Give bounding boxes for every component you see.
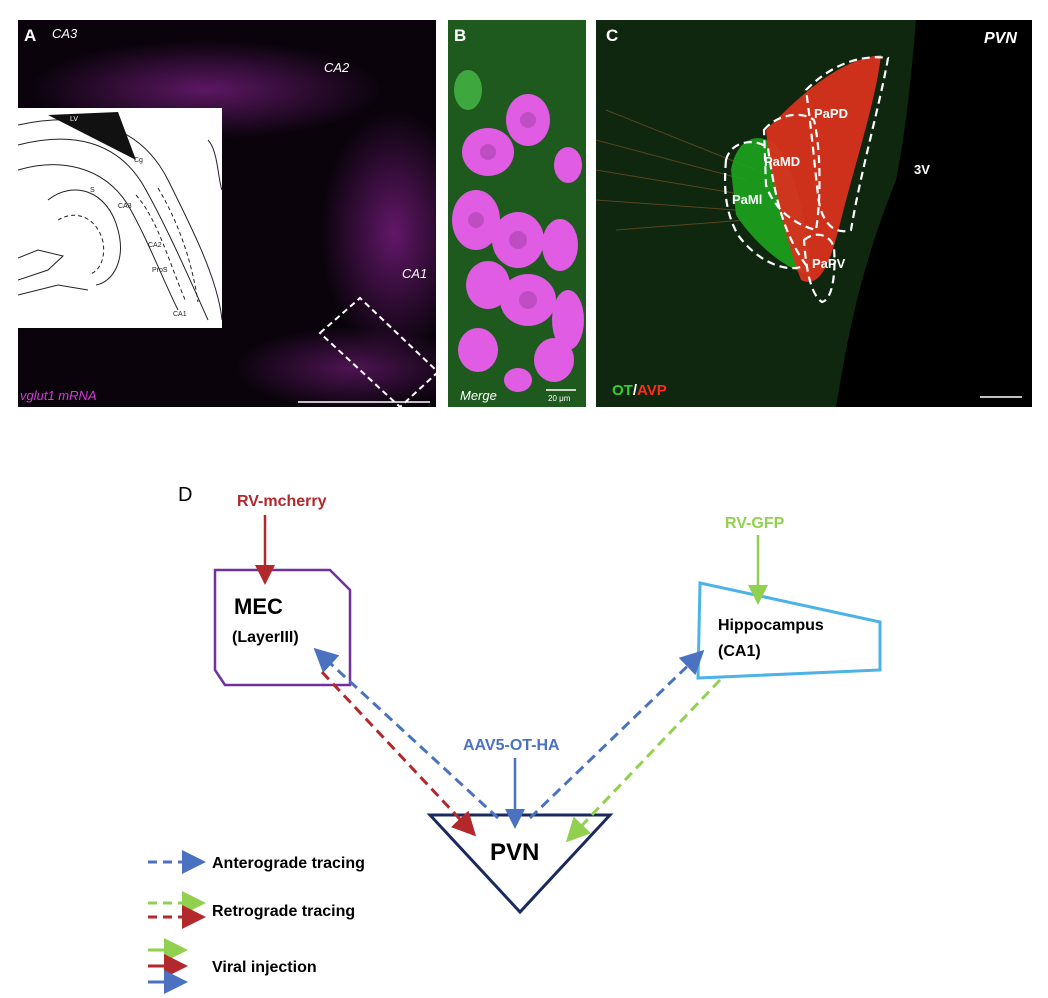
third-ventricle-area — [836, 20, 1032, 407]
panel-b-micrograph: B Merge 20 μm — [448, 20, 586, 407]
region-outlines — [723, 56, 890, 304]
label-papd: PaPD — [814, 106, 848, 121]
rv-mcherry-label: RV-mcherry — [237, 493, 327, 510]
anterograde-to-mec — [313, 647, 500, 820]
atlas-lv-shape — [48, 112, 136, 160]
fiber-tracts — [596, 109, 757, 231]
pvn-label: PVN — [490, 839, 539, 866]
label-paml: PaMl — [732, 192, 763, 207]
label-ca1: CA1 — [402, 266, 428, 281]
panel-a-micrograph: LV Cg S CA3 CA2 ProS CA1 A CA3 CA2 CA1 v… — [18, 20, 436, 407]
label-pamd: PaMD — [764, 154, 801, 169]
panel-c-overlay — [596, 20, 1032, 407]
atlas-pros-label: ProS — [152, 267, 168, 274]
panel-c-letter: C — [606, 26, 619, 45]
label-3v: 3V — [914, 162, 930, 177]
atlas-ca3-label: CA3 — [118, 203, 132, 210]
label-papv: PaPV — [812, 256, 846, 271]
atlas-cg-label: Cg — [134, 157, 143, 164]
label-ca3: CA3 — [52, 26, 78, 41]
hippocampus-label: Hippocampus — [718, 617, 824, 634]
cell-nuclei — [468, 112, 537, 309]
atlas-s-label: S — [90, 187, 95, 194]
atlas-ca2-label: CA2 — [148, 242, 162, 249]
retrograde-from-mec — [320, 670, 477, 837]
hippocampus-sub-label: (CA1) — [718, 643, 761, 660]
legend-anterograde-label: Anterograde tracing — [212, 855, 365, 872]
label-ca2: CA2 — [324, 60, 350, 75]
panel-c-legend: OT/AVP — [612, 382, 667, 399]
panel-b-letter: B — [454, 26, 467, 45]
mec-box — [213, 568, 352, 687]
hippocampus-box — [696, 581, 882, 680]
avp-cluster — [766, 55, 881, 282]
anterograde-to-hippocampus — [528, 649, 705, 820]
panel-c-micrograph: C PVN 3V PaPD PaMD PaMl PaPV OT/AVP — [596, 20, 1032, 407]
atlas-ca1-label: CA1 — [173, 311, 187, 318]
panel-a-dashed-roi — [318, 296, 436, 407]
panel-a-overlay: LV Cg S CA3 CA2 ProS CA1 — [18, 108, 436, 407]
panel-d-diagram: D MEC (LayerIII) RV-mcherry Hippocampus … — [148, 484, 882, 994]
green-cell — [454, 70, 482, 110]
legend-retrograde-label: Retrograde tracing — [212, 903, 355, 920]
retrograde-from-hippocampus — [565, 678, 722, 843]
cell-bodies — [452, 94, 584, 392]
label-vglut1-mrna: vglut1 mRNA — [20, 388, 97, 403]
panel-a-letter: A — [24, 26, 37, 45]
atlas-lv-label: LV — [70, 116, 78, 123]
mec-label: MEC — [234, 594, 283, 619]
panel-b-cells — [452, 70, 584, 392]
mec-layer-label: (LayerIII) — [232, 629, 299, 646]
panel-c-title: PVN — [984, 30, 1017, 47]
panel-b-scale-label: 20 μm — [548, 394, 571, 403]
panel-d-letter: D — [178, 484, 192, 506]
legend-separator: / — [632, 382, 638, 399]
legend-ot: OT — [612, 382, 633, 399]
legend-avp: AVP — [637, 382, 667, 399]
label-merge: Merge — [460, 388, 497, 403]
rv-gfp-label: RV-GFP — [725, 515, 785, 532]
panel-d-legend: Anterograde tracing Retrograde tracing V… — [148, 850, 365, 994]
aav-label: AAV5-OT-HA — [463, 737, 560, 754]
legend-viral-label: Viral injection — [212, 959, 317, 976]
